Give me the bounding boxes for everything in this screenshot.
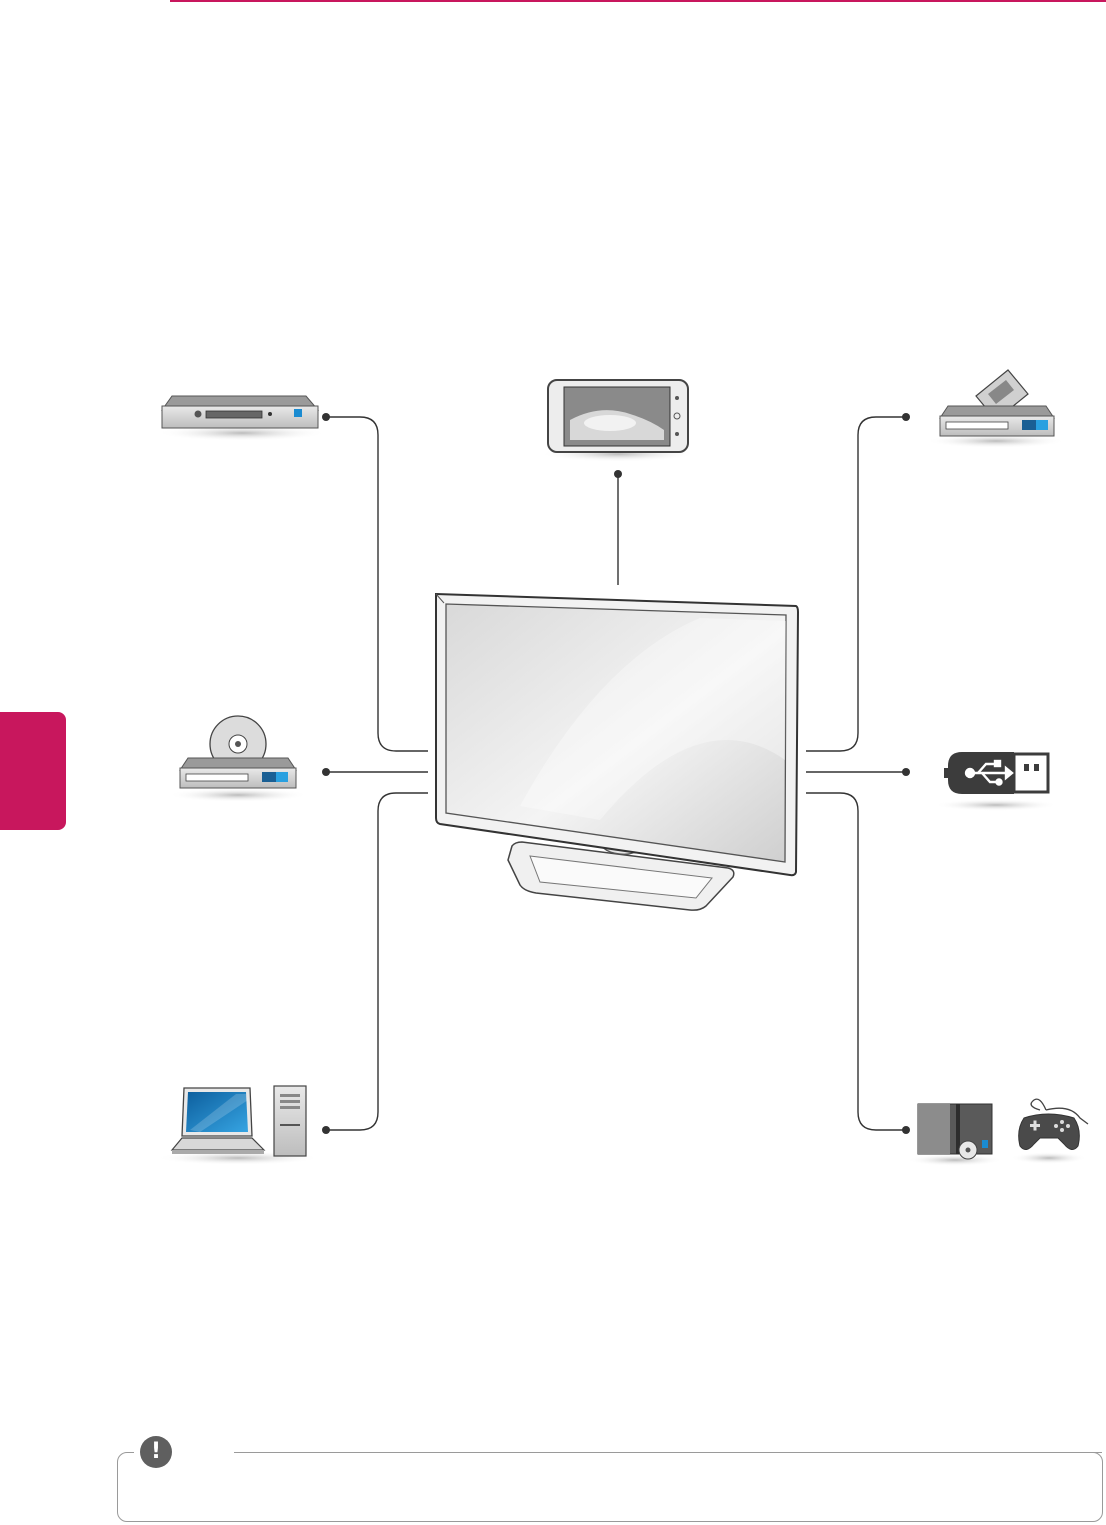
note-badge: ! xyxy=(134,1434,234,1470)
smartphone-icon xyxy=(540,380,696,462)
game-console-icon xyxy=(907,1099,1088,1166)
dvd-player-icon xyxy=(168,716,308,802)
hd-receiver-icon xyxy=(926,370,1066,448)
line-game-console xyxy=(806,793,906,1130)
laptop-desktop-icon xyxy=(156,1086,320,1165)
line-pc xyxy=(326,793,428,1130)
set-top-box-icon xyxy=(157,396,327,441)
note-divider xyxy=(246,1452,1102,1453)
line-hd-receiver xyxy=(806,417,906,751)
usb-icon xyxy=(934,752,1058,811)
exclamation-icon: ! xyxy=(140,1436,172,1468)
line-set-top-box xyxy=(326,417,428,751)
tv-icon xyxy=(436,594,798,910)
note-box xyxy=(117,1452,1103,1522)
